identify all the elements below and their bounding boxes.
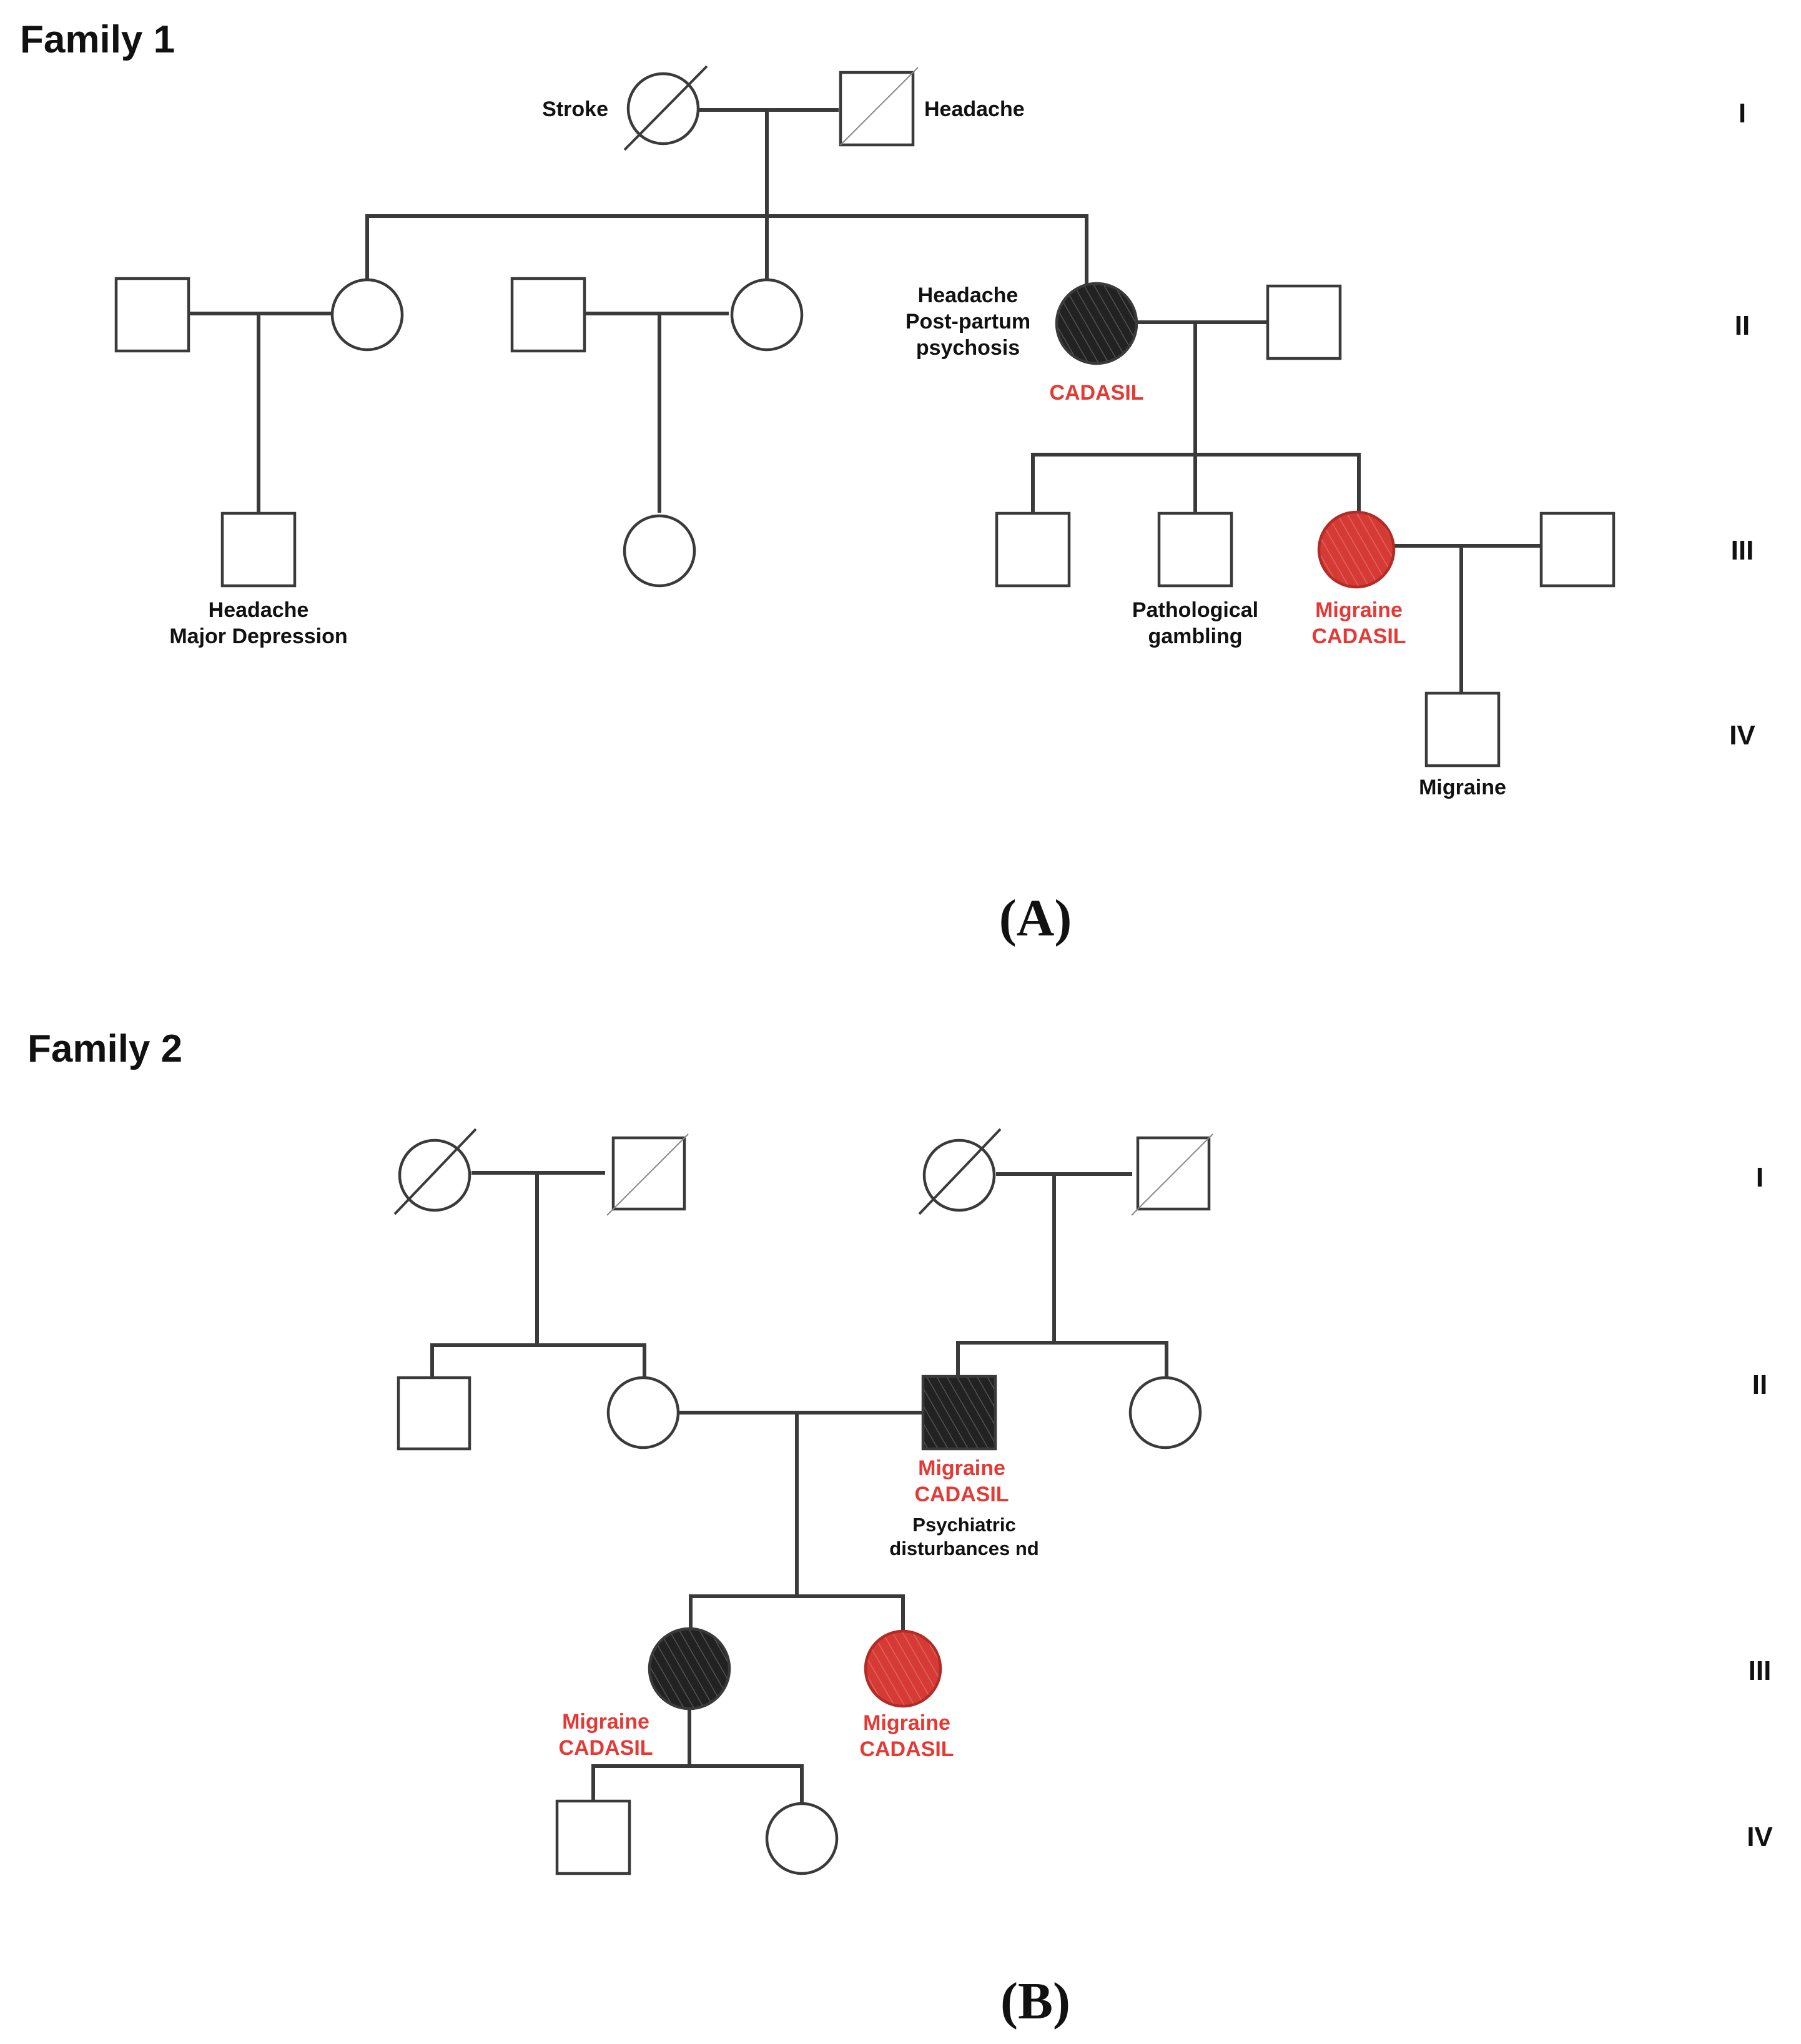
family1-iii2-female — [623, 514, 696, 588]
family1-generation-i: I — [1739, 98, 1746, 129]
family2-ii3-label-4: disturbances nd — [889, 1538, 1039, 1559]
family1-ii5-cadasil-label: CADASIL — [1049, 381, 1143, 405]
family2-lines — [430, 1171, 1168, 1803]
panel-label-a: (A) — [999, 889, 1072, 947]
family1-iii5-label-1: Migraine — [1315, 598, 1403, 622]
family2-ii4-female — [1128, 1376, 1202, 1449]
family2-ii2-female — [606, 1376, 680, 1449]
family1-iii3-male — [995, 511, 1071, 588]
family1-iv1-male — [1424, 691, 1501, 768]
family2-iii2-label-2: CADASIL — [859, 1737, 954, 1761]
family1-ii6-male — [1266, 284, 1342, 360]
family1-generation-ii: II — [1735, 310, 1750, 341]
family1-lines — [189, 108, 1541, 694]
family2-iii1-affected-female — [648, 1627, 731, 1711]
family2-generation-iii: III — [1749, 1656, 1772, 1686]
family2-generation-iv: IV — [1747, 1822, 1773, 1852]
family1-iii4-label-2: gambling — [1148, 625, 1242, 648]
family2-ii3-label-2: CADASIL — [914, 1483, 1009, 1506]
family1-generation-iii: III — [1731, 535, 1754, 566]
family2-ii3-label-3: Psychiatric — [912, 1514, 1015, 1536]
family2-iii1-label-2: CADASIL — [558, 1736, 653, 1760]
family1-iii4-label-1: Pathological — [1132, 598, 1258, 622]
family1-iii5-label-2: CADASIL — [1311, 625, 1406, 648]
family2-ii1-male — [397, 1376, 471, 1451]
family1-ii5-label-1: Headache — [918, 284, 1019, 307]
family1-iii1-male — [220, 511, 297, 588]
family2-i1-deceased-female — [393, 1128, 477, 1215]
family1-iii1-label-1: Headache — [209, 598, 309, 622]
family1-ii5-affected-female — [1055, 282, 1138, 365]
family2-generation-i: I — [1756, 1162, 1764, 1193]
family2-ii3-label-1: Migraine — [918, 1456, 1005, 1480]
family2-iii1-label-1: Migraine — [562, 1710, 649, 1734]
family2-generation-ii: II — [1752, 1370, 1767, 1400]
family2-ii3-affected-male — [921, 1375, 997, 1451]
family2-iv2-female — [765, 1802, 839, 1875]
family1-i1-label: Stroke — [542, 97, 608, 121]
family2-iii2-label-1: Migraine — [863, 1711, 950, 1735]
family2-pedigree: Family 2 I II III IV — [27, 1027, 1773, 2030]
panel-label-b: (B) — [1000, 1972, 1070, 2030]
family2-iv1-male — [555, 1799, 631, 1875]
family2-i4-deceased-male — [1131, 1133, 1213, 1216]
family1-iii4-male — [1157, 511, 1233, 588]
family1-title: Family 1 — [20, 18, 175, 61]
family1-pedigree: Family 1 I II III IV — [20, 18, 1755, 947]
family1-iii6-male — [1539, 511, 1616, 588]
family1-iv1-label: Migraine — [1419, 776, 1506, 799]
family2-title: Family 2 — [27, 1027, 182, 1070]
family1-ii1-male — [114, 277, 190, 353]
family1-generation-iv: IV — [1729, 720, 1755, 751]
family1-iii5-carrier-female — [1317, 510, 1396, 589]
family1-ii5-label-2: Post-partum — [905, 310, 1030, 333]
family1-ii2-female — [330, 278, 404, 352]
family1-ii3-male — [510, 277, 586, 353]
family1-i1-deceased-female — [623, 65, 708, 151]
family2-iii2-carrier-female — [864, 1629, 942, 1708]
family2-i3-deceased-female — [918, 1128, 1002, 1215]
family2-i2-deceased-male — [606, 1133, 689, 1216]
family1-iii1-label-2: Major Depression — [169, 625, 347, 648]
family1-ii5-label-3: psychosis — [916, 336, 1020, 360]
family1-i2-deceased-male — [839, 67, 919, 147]
family1-i2-label: Headache — [924, 97, 1025, 121]
family1-ii4-female — [730, 278, 804, 352]
